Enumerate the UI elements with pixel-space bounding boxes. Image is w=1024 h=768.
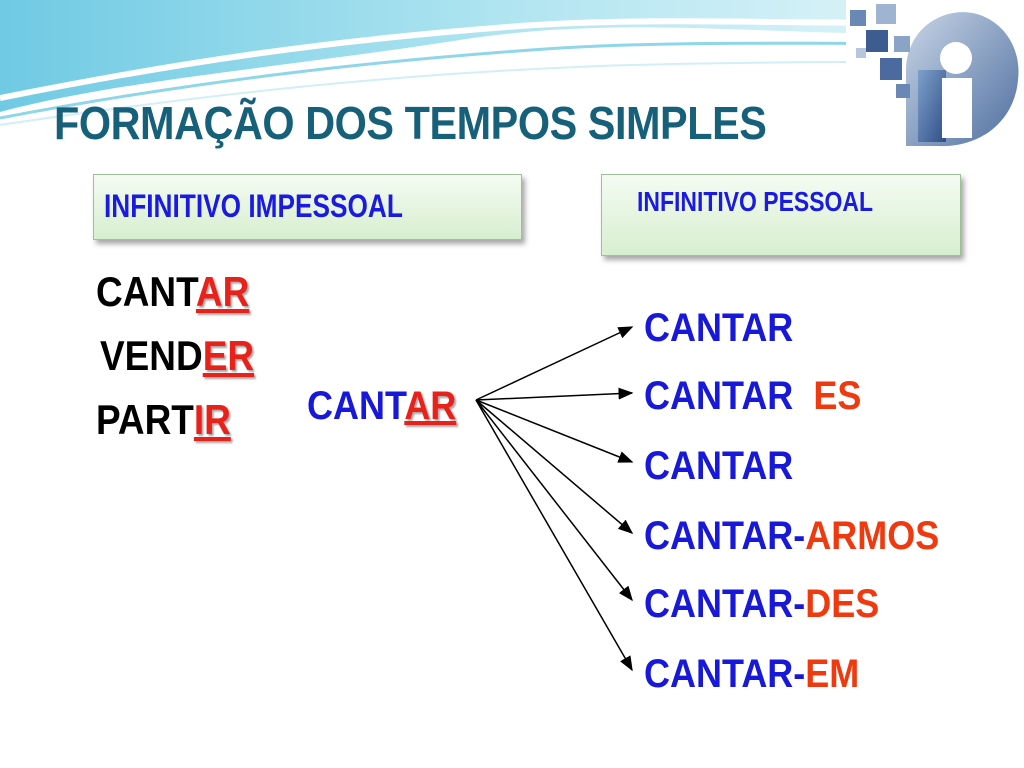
arrow-6 <box>475 399 633 672</box>
verb-vender: VENDER <box>100 332 254 380</box>
verb-suffix: IR <box>193 396 231 443</box>
arrow-4 <box>475 399 634 534</box>
arrow-2 <box>475 387 634 401</box>
center-verb-suffix: AR <box>404 384 457 428</box>
infinitivo-pessoal-label: INFINITIVO PESSOAL <box>637 186 874 217</box>
verb-partir: PARTIR <box>96 396 231 444</box>
arrow-3 <box>475 399 634 463</box>
form-ending: DES <box>805 582 880 626</box>
form-ending: ES <box>813 374 862 418</box>
infinitivo-impessoal-label: INFINITIVO IMPESSOAL <box>104 188 403 224</box>
form-row: CANTAR <box>644 444 793 489</box>
form-base: CANTAR- <box>644 582 806 626</box>
infinitivo-impessoal-box: INFINITIVO IMPESSOAL <box>93 174 522 240</box>
center-verb-stem: CANT <box>307 384 405 428</box>
verb-stem: VEND <box>100 332 203 379</box>
form-base: CANTAR- <box>644 514 806 558</box>
infinitivo-pessoal-box: INFINITIVO PESSOAL <box>601 174 961 256</box>
slide-title: FORMAÇÃO DOS TEMPOS SIMPLES <box>54 97 767 149</box>
form-base: CANTAR <box>644 444 794 488</box>
form-ending: EM <box>805 652 860 696</box>
form-base: CANTAR <box>644 374 794 418</box>
form-row: CANTAR <box>644 306 793 351</box>
form-row: CANTAR-EM <box>644 652 859 697</box>
verb-cantar: CANTAR <box>96 268 249 316</box>
form-base: CANTAR- <box>644 652 806 696</box>
verb-stem: PART <box>96 396 194 443</box>
form-base: CANTAR <box>644 306 794 350</box>
institution-logo <box>846 0 1024 150</box>
verb-suffix: AR <box>195 268 250 315</box>
form-row: CANTAR-DES <box>644 582 879 627</box>
form-row: CANTAR-ARMOS <box>644 514 939 559</box>
center-verb-cantar: CANTAR <box>307 384 456 429</box>
verb-suffix: ER <box>202 332 255 379</box>
form-row: CANTAR ES <box>644 374 861 419</box>
form-ending: ARMOS <box>805 514 940 558</box>
arrow-5 <box>475 399 633 602</box>
verb-stem: CANT <box>96 268 196 315</box>
arrow-1 <box>475 326 634 401</box>
